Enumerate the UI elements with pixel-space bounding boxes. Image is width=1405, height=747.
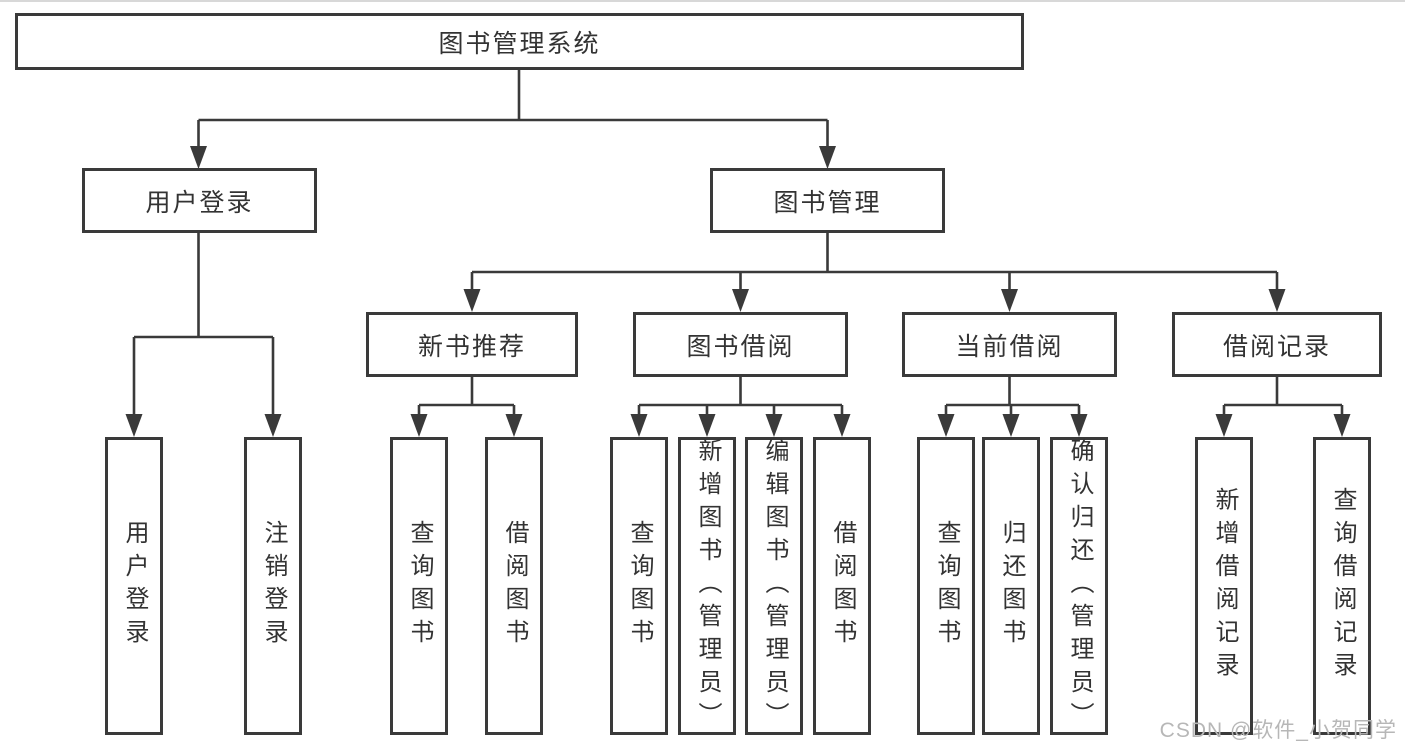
node-leaf-query-books-current: 查询图书	[917, 437, 975, 735]
node-label: 借阅图书	[829, 520, 856, 652]
node-leaf-query-books-borrow: 查询图书	[610, 437, 668, 735]
node-label: 注销登录	[260, 520, 287, 652]
node-label: 确认归还（管理员）	[1066, 437, 1093, 735]
node-label: 借阅图书	[501, 520, 528, 652]
connector-book-borrow-children	[630, 377, 851, 437]
node-label: 图书管理	[773, 188, 882, 217]
node-label: 查询图书	[406, 520, 433, 652]
node-leaf-query-books-recommend: 查询图书	[390, 437, 448, 735]
node-leaf-logout: 注销登录	[244, 437, 302, 735]
connector-user-login-children	[125, 233, 282, 437]
connector-new-book-recommend-children	[410, 377, 523, 437]
node-label: 查询图书	[933, 520, 960, 652]
node-leaf-user-login: 用户登录	[105, 437, 163, 735]
node-label: 用户登录	[121, 520, 148, 652]
node-borrow-records: 借阅记录	[1172, 312, 1382, 377]
node-user-login: 用户登录	[82, 168, 317, 233]
node-label: 图书管理系统	[438, 29, 601, 58]
node-label: 新书推荐	[417, 332, 526, 361]
node-book-management: 图书管理	[710, 168, 945, 233]
node-leaf-edit-book-admin: 编辑图书（管理员）	[745, 437, 803, 735]
connector-current-borrow-children	[937, 377, 1088, 437]
screenshot-top-border	[0, 0, 1405, 2]
node-label: 图书借阅	[686, 332, 795, 361]
node-label: 归还图书	[998, 520, 1025, 652]
csdn-watermark: CSDN @软件_小贺同学	[1159, 719, 1397, 742]
node-label: 编辑图书（管理员）	[761, 437, 788, 735]
node-current-borrow: 当前借阅	[902, 312, 1117, 377]
connector-borrow-records-children	[1215, 377, 1351, 437]
connector-root-to-level2	[190, 70, 836, 169]
node-label: 借阅记录	[1222, 332, 1331, 361]
node-new-book-recommend: 新书推荐	[366, 312, 578, 377]
node-leaf-return-books: 归还图书	[982, 437, 1040, 735]
node-label: 用户登录	[145, 188, 254, 217]
node-leaf-query-borrow-record: 查询借阅记录	[1313, 437, 1371, 735]
node-label: 查询图书	[626, 520, 653, 652]
node-leaf-confirm-return-admin: 确认归还（管理员）	[1050, 437, 1108, 735]
node-leaf-borrow-books: 借阅图书	[813, 437, 871, 735]
node-label: 查询借阅记录	[1329, 487, 1356, 685]
node-book-borrow: 图书借阅	[633, 312, 848, 377]
node-label: 新增图书（管理员）	[694, 437, 721, 735]
node-label: 当前借阅	[955, 332, 1064, 361]
node-leaf-borrow-books-recommend: 借阅图书	[485, 437, 543, 735]
node-leaf-add-borrow-record: 新增借阅记录	[1195, 437, 1253, 735]
node-label: 新增借阅记录	[1211, 487, 1238, 685]
connector-book-management-children	[463, 233, 1286, 312]
node-leaf-add-book-admin: 新增图书（管理员）	[678, 437, 736, 735]
node-root: 图书管理系统	[15, 13, 1024, 70]
